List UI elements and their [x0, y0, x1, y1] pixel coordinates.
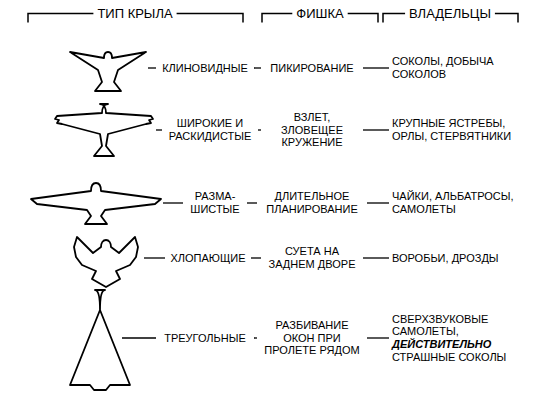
connector-line	[363, 129, 389, 130]
leader-line	[144, 257, 165, 258]
node-text: ШИРОКИЕ И РАСКИДИСТЫЕ	[165, 117, 255, 142]
node-text: ТРЕУГОЛЬНЫЕ	[159, 332, 251, 345]
long-wing-bird	[31, 183, 161, 224]
connector-line	[254, 67, 261, 68]
node-text: КЛИНОВИДНЫЕ	[159, 62, 251, 75]
node-text: КРУПНЫЕ ЯСТРЕБЫ, ОРЛЫ, СТЕРВЯТНИКИ	[392, 117, 537, 142]
connector-line	[247, 202, 257, 203]
node-text: ВОРОБЬИ, ДРОЗДЫ	[392, 252, 537, 265]
wing-feature: ДЛИТЕЛЬНОЕ ПЛАНИРОВАНИЕ	[260, 190, 364, 215]
leader-line	[148, 67, 156, 68]
wing-feature: СУЕТА НА ЗАДНЕМ ДВОРЕ	[264, 245, 360, 270]
connector-line	[363, 257, 389, 258]
wing-feature: РАЗБИВАНИЕ ОКОН ПРИ ПРОЛЕТЕ РЯДОМ	[260, 319, 364, 357]
wing-type: ХЛОПАЮЩИЕ	[168, 252, 248, 265]
connector-line	[367, 202, 389, 203]
column-header: ТИП КРЫЛА	[97, 6, 172, 21]
broad-wing-bird	[55, 104, 153, 156]
wing-feature: ПИКИРОВАНИЕ	[264, 62, 360, 75]
connector-line	[363, 67, 389, 68]
wing-type: КЛИНОВИДНЫЕ	[159, 62, 251, 75]
node-text: ХЛОПАЮЩИЕ	[168, 252, 248, 265]
leader-line	[122, 337, 156, 338]
node-text: ПИКИРОВАНИЕ	[264, 62, 360, 75]
column-bracket	[495, 14, 518, 23]
connector-line	[258, 129, 261, 130]
node-text: ЧАЙКИ, АЛЬБАТРОСЫ, САМОЛЕТЫ	[392, 190, 537, 215]
node-text: ВЗЛЕТ, ЗЛОВЕЩЕЕ КРУЖЕНИЕ	[264, 111, 360, 149]
node-text: РАЗБИВАНИЕ ОКОН ПРИ ПРОЛЕТЕ РЯДОМ	[260, 319, 364, 357]
node-text: РАЗМА- ШИСТЫЕ	[186, 190, 244, 215]
delta-wing-jet	[70, 290, 130, 390]
connector-line	[254, 337, 257, 338]
wing-type: ШИРОКИЕ И РАСКИДИСТЫЕ	[165, 117, 255, 142]
wedge-wing-bird	[70, 52, 146, 91]
flapping-wing-bird	[74, 237, 138, 287]
connector-line	[251, 257, 261, 258]
wing-owners: ЧАЙКИ, АЛЬБАТРОСЫ, САМОЛЕТЫ	[392, 190, 537, 215]
column-header: ФИШКА	[296, 6, 343, 21]
wing-owners: СВЕРХЗВУКОВЫЕ САМОЛЕТЫ, ДЕЙСТВИТЕЛЬНО СТ…	[392, 313, 532, 364]
wing-type: ТРЕУГОЛЬНЫЕ	[159, 332, 251, 345]
leader-line	[163, 202, 183, 203]
node-text: СОКОЛЫ, ДОБЫЧА СОКОЛОВ	[392, 55, 537, 80]
column-bracket	[177, 14, 243, 23]
wing-owners: КРУПНЫЕ ЯСТРЕБЫ, ОРЛЫ, СТЕРВЯТНИКИ	[392, 117, 537, 142]
connector-line	[367, 337, 389, 338]
node-text: СУЕТА НА ЗАДНЕМ ДВОРЕ	[264, 245, 360, 270]
column-bracket	[348, 14, 378, 23]
column-bracket	[28, 14, 93, 23]
node-text: СВЕРХЗВУКОВЫЕ САМОЛЕТЫ, ДЕЙСТВИТЕЛЬНО СТ…	[392, 313, 532, 364]
wing-owners: СОКОЛЫ, ДОБЫЧА СОКОЛОВ	[392, 55, 537, 80]
wing-feature: ВЗЛЕТ, ЗЛОВЕЩЕЕ КРУЖЕНИЕ	[264, 111, 360, 149]
wing-type: РАЗМА- ШИСТЫЕ	[186, 190, 244, 215]
leader-line	[156, 129, 162, 130]
wing-owners: ВОРОБЬИ, ДРОЗДЫ	[392, 252, 537, 265]
column-header: ВЛАДЕЛЬЦЫ	[409, 6, 491, 21]
column-bracket	[383, 14, 405, 23]
column-bracket	[262, 14, 292, 23]
node-text: ДЛИТЕЛЬНОЕ ПЛАНИРОВАНИЕ	[260, 190, 364, 215]
